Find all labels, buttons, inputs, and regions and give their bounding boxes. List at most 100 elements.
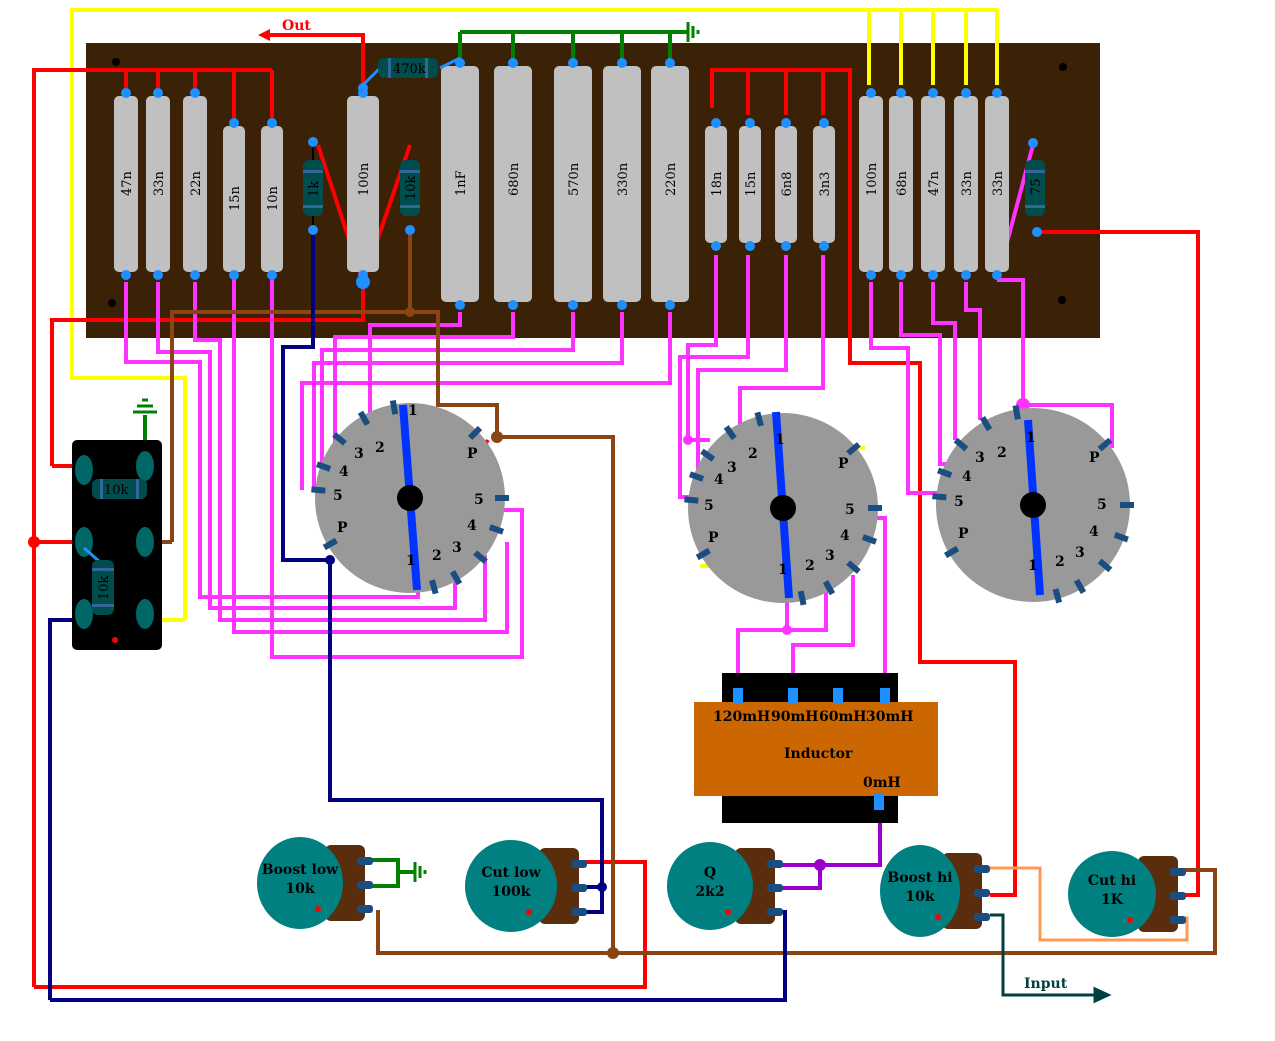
- switch-lug: [429, 579, 439, 595]
- switch-position-label: 4: [840, 528, 850, 544]
- switch-position-label: 3: [1075, 545, 1085, 561]
- capacitor-left-3-label: 22n: [189, 170, 204, 196]
- capacitor-mid-3-label: 680n: [507, 162, 522, 196]
- switch-position-label: 1: [408, 403, 418, 419]
- pot-cut-low-name: Cut low: [481, 865, 541, 881]
- switch-lug: [1073, 578, 1087, 594]
- switch-lug: [311, 486, 326, 494]
- capacitor-left-5-label: 10n: [266, 185, 281, 211]
- switch-lug: [1097, 558, 1113, 573]
- switch-lug: [953, 437, 969, 452]
- switch-position-label: 1: [1028, 558, 1038, 574]
- switch-lug: [684, 496, 699, 504]
- switch-lug: [979, 416, 993, 432]
- switch-lug: [315, 461, 332, 472]
- capacitor-right-5-label: 33n: [991, 170, 1006, 196]
- capacitor-q-4-label: 3n3: [818, 172, 833, 197]
- capacitor-mid-1-label: 100n: [357, 162, 372, 196]
- switch-lug: [389, 399, 399, 415]
- pot-cut-hi[interactable]: Cut hi 1K: [1068, 851, 1186, 937]
- pot-cut-low[interactable]: Cut low 100k: [465, 840, 587, 932]
- switch-shaft: [770, 495, 796, 521]
- switch-position-label: P: [708, 530, 719, 546]
- switch-position-label: 2: [748, 446, 758, 462]
- capacitor-mid-4-label: 570n: [567, 162, 582, 196]
- pot-cut-low-value: 100k: [492, 884, 531, 900]
- resistor-pcb: 10k 10k: [72, 440, 162, 650]
- switch-lug: [1097, 437, 1113, 452]
- inductor-tap-0: 0mH: [863, 775, 901, 791]
- capacitor-q-1-label: 18n: [710, 171, 725, 197]
- switch-position-label: 4: [714, 472, 724, 488]
- capacitor-mid-5-label: 330n: [616, 162, 631, 196]
- left-capacitor-bank: 47n 33n 22n 15n 10n: [114, 88, 283, 280]
- capacitor-q-3-label: 6n8: [780, 172, 795, 197]
- switch-shaft: [397, 485, 423, 511]
- pot-boost-low-value: 10k: [285, 881, 314, 897]
- pot-q-value: 2k2: [695, 884, 724, 900]
- capacitor-left-1: 47n: [114, 88, 138, 280]
- pot-cut-hi-name: Cut hi: [1088, 873, 1136, 889]
- switch-position-label: 1: [778, 562, 788, 578]
- resistor-470k: 470k: [358, 56, 461, 93]
- switch-lug: [357, 410, 371, 426]
- capacitor-right-3: 47n: [921, 88, 945, 280]
- inductor-label: Inductor: [784, 746, 853, 762]
- inductor: 120mH 90mH 60mH 30mH Inductor 0mH: [694, 673, 938, 823]
- capacitor-left-4: 15n: [223, 118, 245, 280]
- capacitor-left-2-label: 33n: [152, 170, 167, 196]
- switch-position-label: 5: [704, 498, 714, 514]
- switch-position-label: 5: [474, 492, 484, 508]
- capacitor-right-4-label: 33n: [960, 170, 975, 196]
- switch-position-label: 3: [975, 450, 985, 466]
- resistor-470k-label: 470k: [393, 62, 426, 77]
- resistor-10k: 10k: [400, 160, 420, 235]
- pot-cut-hi-value: 1K: [1101, 892, 1124, 908]
- capacitor-q-2-label: 15n: [744, 171, 759, 197]
- switch-position-label: 4: [962, 469, 972, 485]
- switch-position-label: P: [337, 520, 348, 536]
- switch-lug: [700, 448, 716, 462]
- capacitor-left-4-label: 15n: [228, 185, 243, 211]
- capacitor-q-4: 3n3: [813, 118, 835, 251]
- capacitor-right-4: 33n: [954, 88, 978, 280]
- switch-lug: [322, 537, 338, 551]
- input-label: Input: [1024, 976, 1068, 992]
- capacitor-mid-6: 220n: [651, 58, 689, 310]
- capacitor-left-3: 22n: [183, 88, 207, 280]
- capacitor-left-1-label: 47n: [120, 170, 135, 196]
- switch-position-label: P: [467, 446, 478, 462]
- capacitor-mid-2: 1nF: [441, 58, 479, 310]
- switch-lug: [944, 545, 960, 559]
- switch-lug: [797, 590, 807, 606]
- switch-position-label: 5: [333, 488, 343, 504]
- capacitor-right-2: 68n: [889, 88, 913, 280]
- switch-position-label: 4: [339, 464, 349, 480]
- pcb-resistor-b-label: 10k: [97, 575, 112, 600]
- inductor-tap-30: 30mH: [866, 709, 914, 725]
- mid-capacitor-bank: 100n 1nF 680n 570n 330n 220n: [347, 58, 689, 310]
- switch-position-label: 5: [1097, 497, 1107, 513]
- mounting-holes: [108, 58, 1067, 307]
- capacitor-mid-3: 680n: [494, 58, 532, 310]
- pcb-resistor-a-label: 10k: [104, 483, 129, 498]
- resistor-10k-label: 10k: [404, 175, 419, 200]
- switch-position-label: P: [958, 526, 969, 542]
- switch-position-label: 2: [997, 445, 1007, 461]
- switch-position-label: 2: [375, 440, 385, 456]
- switch-position-label: 2: [432, 548, 442, 564]
- switch-lug: [488, 524, 505, 535]
- switch-lug: [846, 442, 861, 456]
- pot-boost-hi-name: Boost hi: [887, 870, 952, 886]
- inductor-tap-120: 120mH: [713, 709, 770, 725]
